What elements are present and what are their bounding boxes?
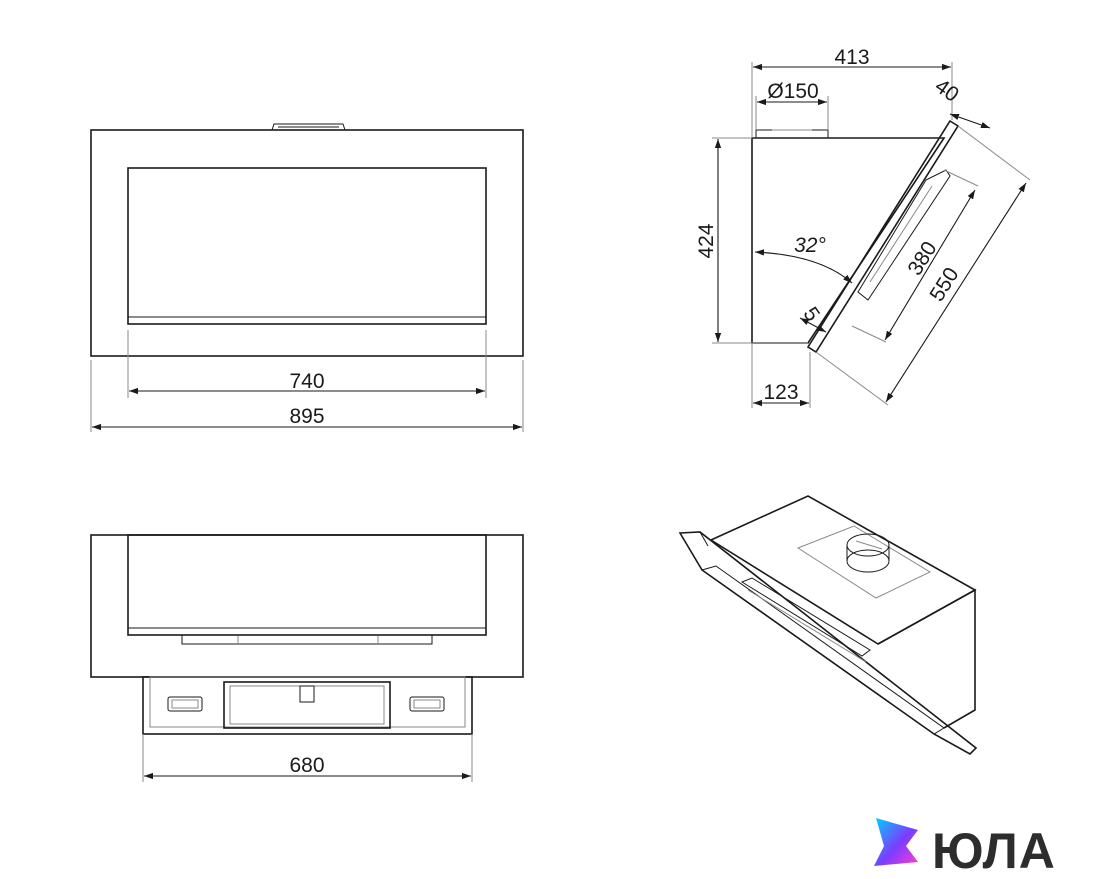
bottom-glass-panel [127, 534, 487, 636]
front-glass-panel [127, 167, 487, 325]
dim-line-550 [885, 182, 1027, 403]
dim-label-680: 680 [289, 754, 324, 777]
dim-label-380: 380 [903, 238, 941, 280]
bottom-outer-frame [90, 534, 524, 678]
isometric-view [678, 495, 978, 755]
dim-label-413: 413 [834, 46, 869, 69]
dim-label-550: 550 [925, 264, 963, 306]
front-top-outlet [271, 123, 346, 131]
angle-label-32: 32° [794, 234, 826, 257]
brand-logo-icon [874, 818, 918, 866]
bottom-view: 680 [90, 534, 524, 782]
side-glass-panel [806, 119, 960, 354]
side-duct [755, 129, 829, 139]
dim-label-424: 424 [695, 223, 718, 258]
angle-arc-32 [754, 249, 853, 284]
dim-label-40: 40 [931, 75, 963, 107]
filter-latch [299, 685, 315, 703]
front-outer-frame [90, 129, 524, 357]
iso-duct-cylinder [846, 533, 890, 573]
dim-label-5: 5 [799, 303, 825, 326]
dim-label-740: 740 [289, 370, 324, 393]
side-body-outline [751, 137, 946, 344]
center-filter-panel [223, 681, 391, 729]
iso-right-face [877, 588, 976, 729]
dim-line-40 [949, 113, 991, 129]
dim-label-895: 895 [289, 405, 324, 428]
dim-label-150: Ø150 [767, 80, 818, 103]
left-control-slot [167, 696, 203, 712]
dim-label-123: 123 [763, 381, 798, 404]
brand-logo: ЮЛА [874, 818, 1056, 879]
iso-duct-plate [796, 525, 932, 599]
iso-inner-bracket [740, 577, 871, 657]
right-control-slot [409, 696, 445, 712]
bottom-light-strip [181, 635, 433, 645]
side-view: 413 Ø150 40 424 32° 5 380 550 123 [695, 46, 1031, 408]
brand-logo-text: ЮЛА [932, 823, 1056, 879]
iso-top-face [709, 495, 977, 645]
front-view: 740 895 [90, 123, 524, 432]
dim-line-5 [799, 317, 827, 333]
